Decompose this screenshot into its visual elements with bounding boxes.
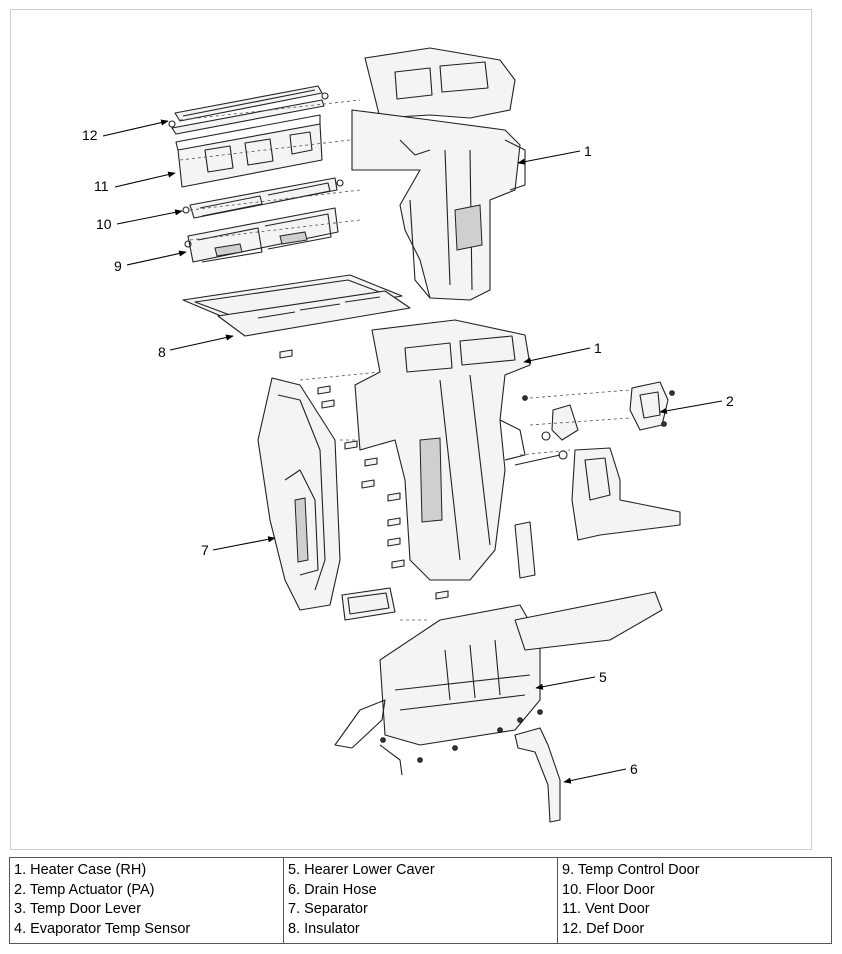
temp-control-door (184, 207, 339, 263)
legend-item: 10. Floor Door (562, 881, 655, 898)
legend-item: 5. Hearer Lower Caver (288, 862, 435, 878)
callout-5: 5 (535, 669, 607, 690)
screws (380, 395, 543, 763)
separator (257, 377, 341, 611)
callout-1-upper: 1 (517, 143, 592, 165)
vent-door (175, 114, 323, 188)
callout-label: 2 (726, 393, 734, 409)
legend-item: 8. Insulator (288, 920, 360, 937)
legend-column-1: 1. Heater Case (RH) 2. Temp Actuator (PA… (9, 857, 284, 944)
duct-ring (514, 521, 536, 579)
callout-7: 7 (201, 536, 276, 558)
legend-column-2: 5. Hearer Lower Caver 6. Drain Hose 7. S… (283, 857, 558, 944)
callout-9: 9 (114, 250, 187, 274)
legend-item: 1. Heater Case (RH) (14, 862, 147, 878)
callout-label: 10 (96, 216, 112, 232)
heater-lower-cover (334, 591, 663, 776)
legend-item: 6. Drain Hose (288, 881, 377, 898)
callout-11: 11 (94, 171, 176, 194)
heater-case-lower (354, 319, 531, 581)
drain-hose (514, 727, 561, 823)
legend-item: 9. Temp Control Door (562, 862, 700, 878)
seal-gasket (341, 587, 396, 621)
callout-label: 7 (201, 542, 209, 558)
callout-label: 8 (158, 344, 166, 360)
callout-6: 6 (563, 761, 638, 784)
callout-8: 8 (158, 334, 234, 360)
legend-item: 4. Evaporator Temp Sensor (14, 920, 191, 937)
callout-label: 11 (94, 178, 109, 194)
callout-2: 2 (659, 393, 734, 414)
temp-actuator (629, 381, 675, 431)
callout-1-lower: 1 (523, 340, 602, 364)
def-door (168, 85, 329, 135)
legend-item: 3. Temp Door Lever (14, 901, 142, 917)
callout-12: 12 (82, 119, 169, 143)
heater-case-rh-upper (351, 47, 526, 301)
callout-10: 10 (96, 209, 183, 232)
callout-label: 1 (584, 143, 592, 159)
insulator (182, 274, 411, 337)
legend-item: 12. Def Door (562, 920, 645, 937)
legend-item: 7. Separator (288, 901, 368, 917)
parts-legend-table: 1. Heater Case (RH) 2. Temp Actuator (PA… (9, 857, 832, 944)
side-duct (571, 447, 681, 541)
temp-door-lever (541, 404, 579, 441)
assembly-lines (179, 99, 631, 621)
exploded-view-diagram: 12 11 10 9 8 1 1 2 7 5 6 (82, 47, 734, 823)
callout-label: 1 (594, 340, 602, 356)
evaporator-temp-sensor (514, 450, 568, 466)
callout-label: 5 (599, 669, 607, 685)
callout-label: 6 (630, 761, 638, 777)
legend-column-3: 9. Temp Control Door 10. Floor Door 11. … (557, 857, 832, 944)
legend-item: 2. Temp Actuator (PA) (14, 881, 155, 898)
clips (279, 349, 449, 600)
legend-item: 11. Vent Door (562, 901, 650, 917)
callout-label: 12 (82, 127, 98, 143)
callout-label: 9 (114, 258, 122, 274)
